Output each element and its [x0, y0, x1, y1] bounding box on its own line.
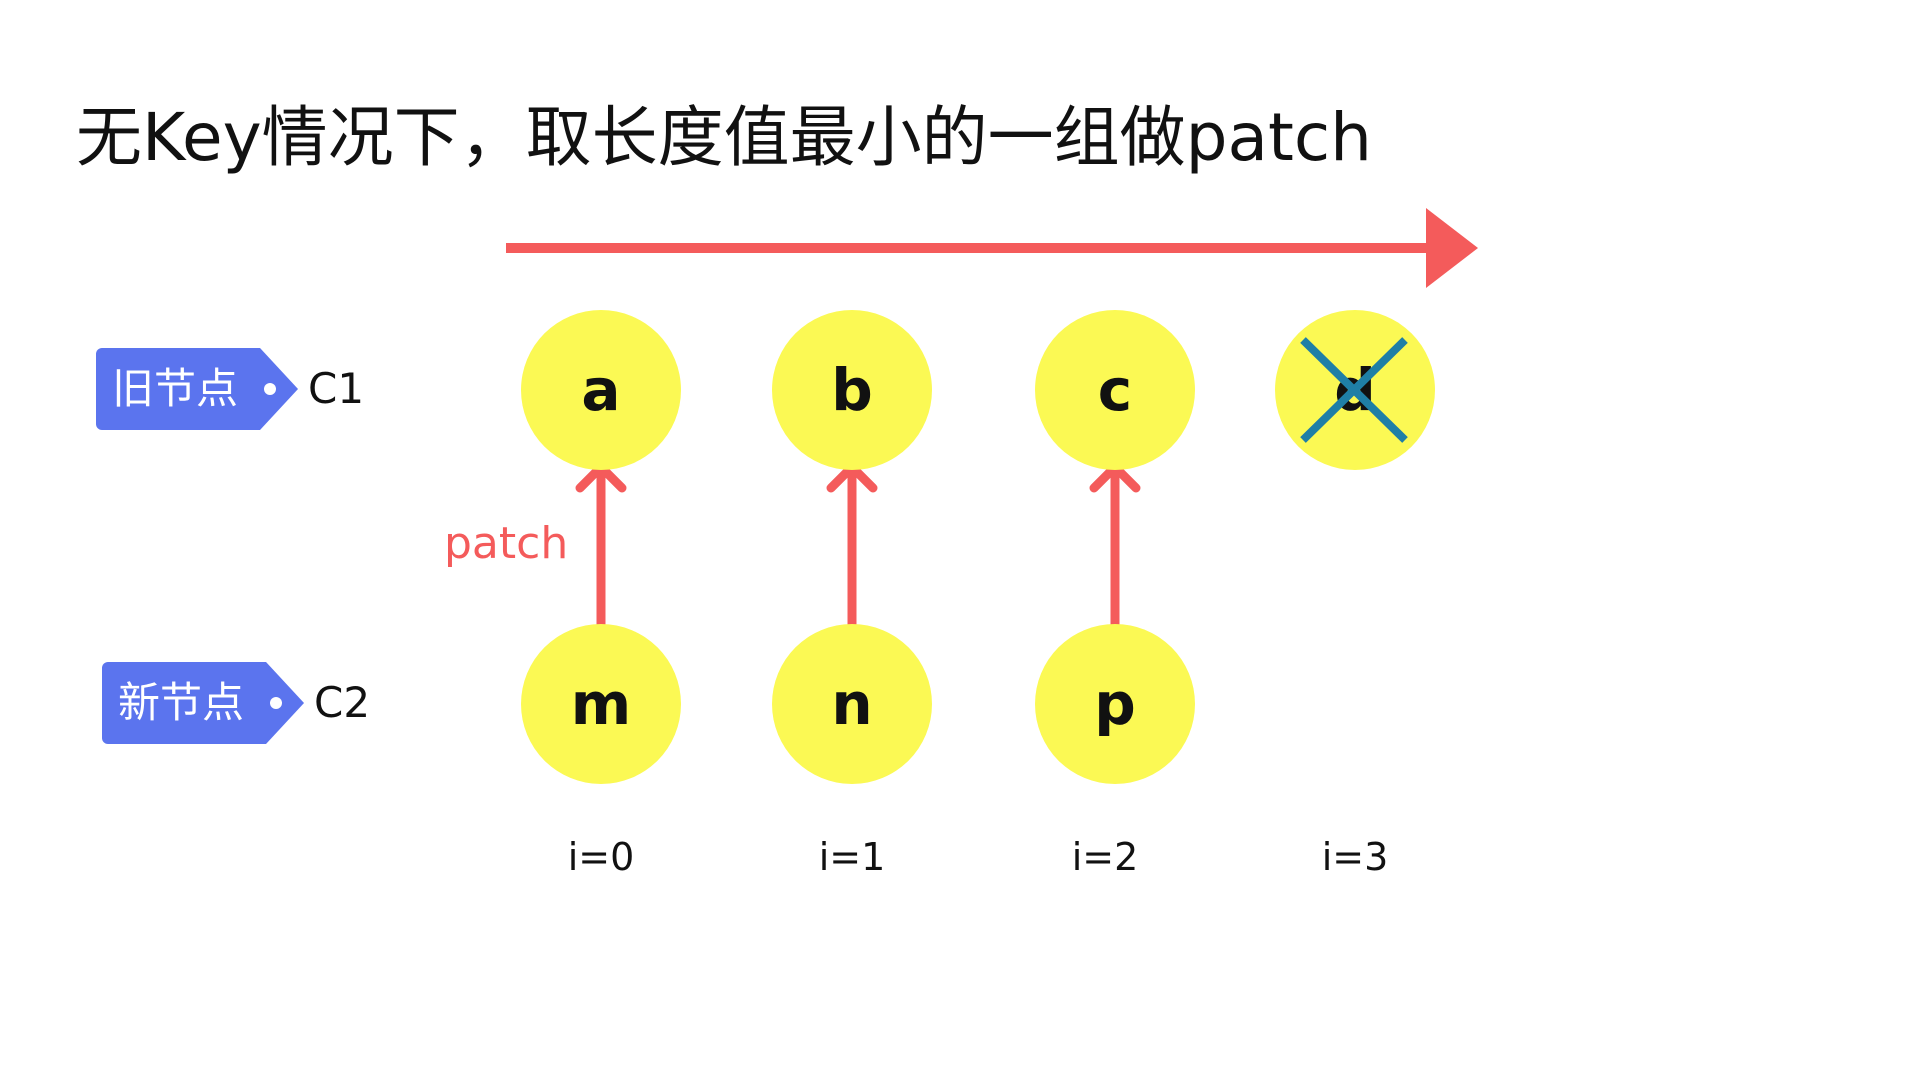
index-label-0: i=0 [567, 835, 635, 879]
old-nodes-tag: 旧节点 C1 [96, 348, 364, 430]
old-node-a: a [521, 310, 681, 470]
index-label-2: i=2 [1071, 835, 1139, 879]
direction-arrow-head [1426, 208, 1478, 288]
new-nodes-badge: 新节点 [102, 662, 304, 744]
old-node-b: b [772, 310, 932, 470]
new-nodes-label: 新节点 [118, 678, 245, 727]
new-node-m: m [521, 624, 681, 784]
new-node-n: n [772, 624, 932, 784]
tag-dot-icon [270, 697, 282, 709]
index-label-1: i=1 [818, 835, 886, 879]
index-label-3: i=3 [1321, 835, 1389, 879]
old-node-c: c [1035, 310, 1195, 470]
new-nodes-tag: 新节点 C2 [102, 662, 370, 744]
cross-mark-icon [1300, 337, 1408, 443]
tag-dot-icon [264, 383, 276, 395]
new-nodes-name: C2 [314, 678, 371, 727]
old-nodes-badge: 旧节点 [96, 348, 298, 430]
patch-label: patch [444, 518, 569, 569]
old-nodes-name: C1 [308, 364, 365, 413]
diagram-title: 无Key情况下，取长度值最小的一组做patch [76, 99, 1372, 176]
new-node-p: p [1035, 624, 1195, 784]
old-nodes-label: 旧节点 [112, 364, 239, 413]
